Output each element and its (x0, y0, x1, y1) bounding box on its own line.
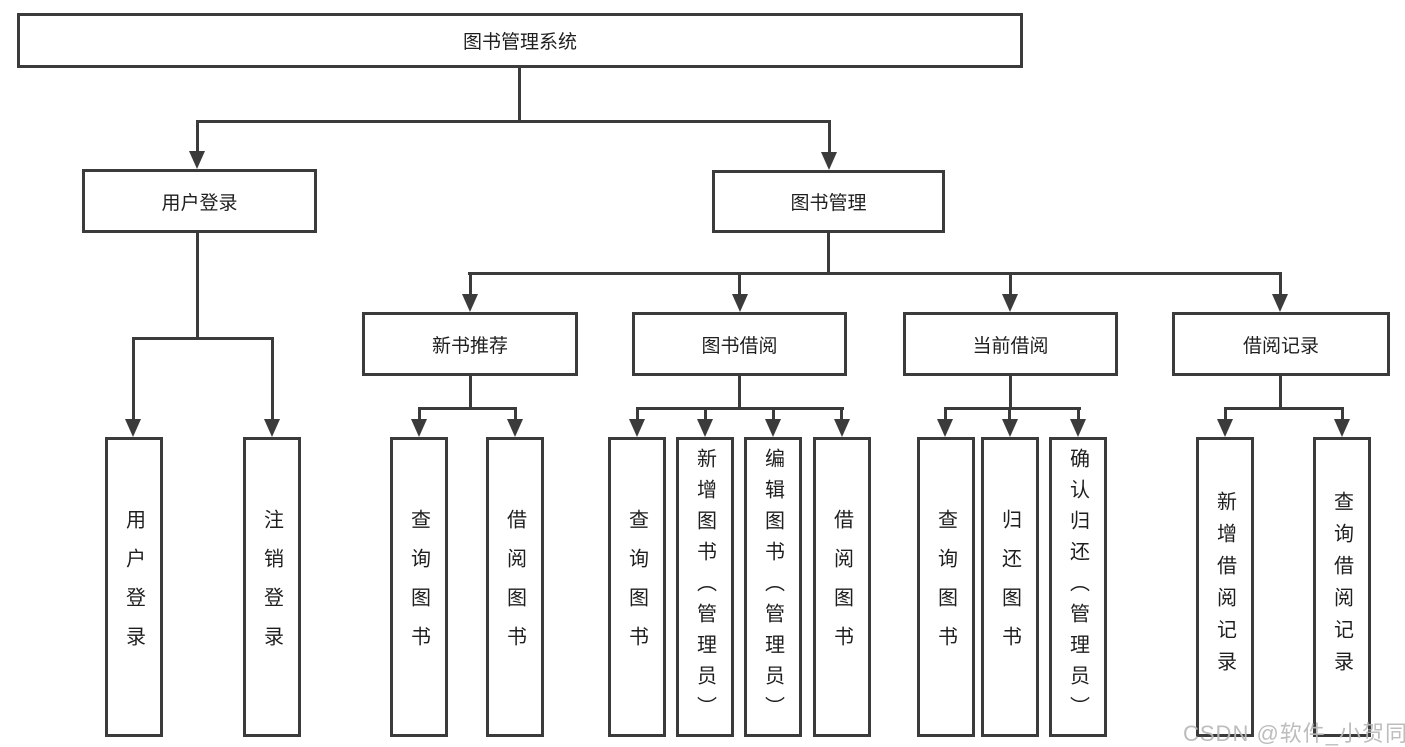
connector-line (1279, 272, 1282, 297)
connector-line (1077, 407, 1080, 422)
leaf-query-book: 查询图书 (608, 437, 666, 737)
arrowhead-down-icon (1334, 419, 1350, 437)
node-book-management: 图书管理 (712, 170, 945, 233)
connector-line (944, 407, 1081, 410)
leaf-confirm-return-admin: 确认归还（管理员） (1049, 437, 1107, 737)
node-root-system: 图书管理系统 (17, 13, 1023, 68)
csdn-watermark: CSDN @软件_小贺同学 (1183, 721, 1405, 746)
arrowhead-down-icon (462, 294, 478, 312)
leaf-return-book: 归还图书 (981, 437, 1039, 737)
connector-line (468, 272, 1281, 275)
leaf-add-book-admin: 新增图书（管理员） (676, 437, 734, 737)
connector-line (271, 337, 274, 421)
connector-line (827, 233, 830, 275)
arrowhead-down-icon (1217, 419, 1233, 437)
node-borrow-records: 借阅记录 (1172, 312, 1390, 376)
arrowhead-down-icon (189, 151, 205, 169)
connector-line (418, 407, 421, 422)
node-book-borrow: 图书借阅 (632, 312, 847, 376)
connector-line (418, 407, 517, 410)
connector-line (196, 120, 199, 152)
connector-line (738, 272, 741, 297)
leaf-borrow-book: 借阅图书 (486, 437, 544, 737)
node-new-book-recommend: 新书推荐 (362, 312, 578, 376)
connector-line (1008, 407, 1011, 422)
arrowhead-down-icon (821, 152, 837, 170)
connector-line (132, 337, 135, 421)
arrowhead-down-icon (1002, 294, 1018, 312)
leaf-query-book: 查询图书 (917, 437, 975, 737)
connector-line (1341, 407, 1344, 422)
connector-line (772, 407, 775, 422)
arrowhead-down-icon (264, 419, 280, 437)
connector-line (1224, 407, 1344, 410)
connector-line (944, 407, 947, 422)
connector-line (840, 407, 843, 422)
connector-line (132, 337, 274, 340)
connector-line (1279, 376, 1282, 410)
leaf-borrow-book: 借阅图书 (813, 437, 871, 737)
connector-line (636, 407, 844, 410)
connector-line (196, 233, 199, 339)
leaf-edit-book-admin: 编辑图书（管理员） (744, 437, 802, 737)
connector-line (518, 68, 521, 123)
connector-line (514, 407, 517, 422)
arrowhead-down-icon (411, 419, 427, 437)
connector-line (469, 376, 472, 410)
connector-line (1224, 407, 1227, 422)
connector-line (738, 376, 741, 410)
arrowhead-down-icon (765, 419, 781, 437)
arrowhead-down-icon (507, 419, 523, 437)
arrowhead-down-icon (732, 294, 748, 312)
arrowhead-down-icon (834, 419, 850, 437)
leaf-query-borrow-record: 查询借阅记录 (1313, 437, 1371, 737)
connector-line (1009, 272, 1012, 297)
connector-line (828, 120, 831, 154)
connector-line (469, 272, 472, 297)
connector-line (704, 407, 707, 422)
leaf-query-book: 查询图书 (390, 437, 448, 737)
leaf-user-login: 用户登录 (105, 437, 163, 737)
node-user-login: 用户登录 (82, 169, 317, 233)
leaf-add-borrow-record: 新增借阅记录 (1196, 437, 1254, 737)
connector-line (196, 120, 831, 123)
arrowhead-down-icon (937, 419, 953, 437)
arrowhead-down-icon (697, 419, 713, 437)
arrowhead-down-icon (629, 419, 645, 437)
node-current-borrow: 当前借阅 (903, 312, 1118, 376)
arrowhead-down-icon (125, 419, 141, 437)
arrowhead-down-icon (1070, 419, 1086, 437)
connector-line (1009, 376, 1012, 410)
arrowhead-down-icon (1002, 419, 1018, 437)
leaf-logout: 注销登录 (243, 437, 301, 737)
arrowhead-down-icon (1272, 294, 1288, 312)
connector-line (636, 407, 639, 422)
